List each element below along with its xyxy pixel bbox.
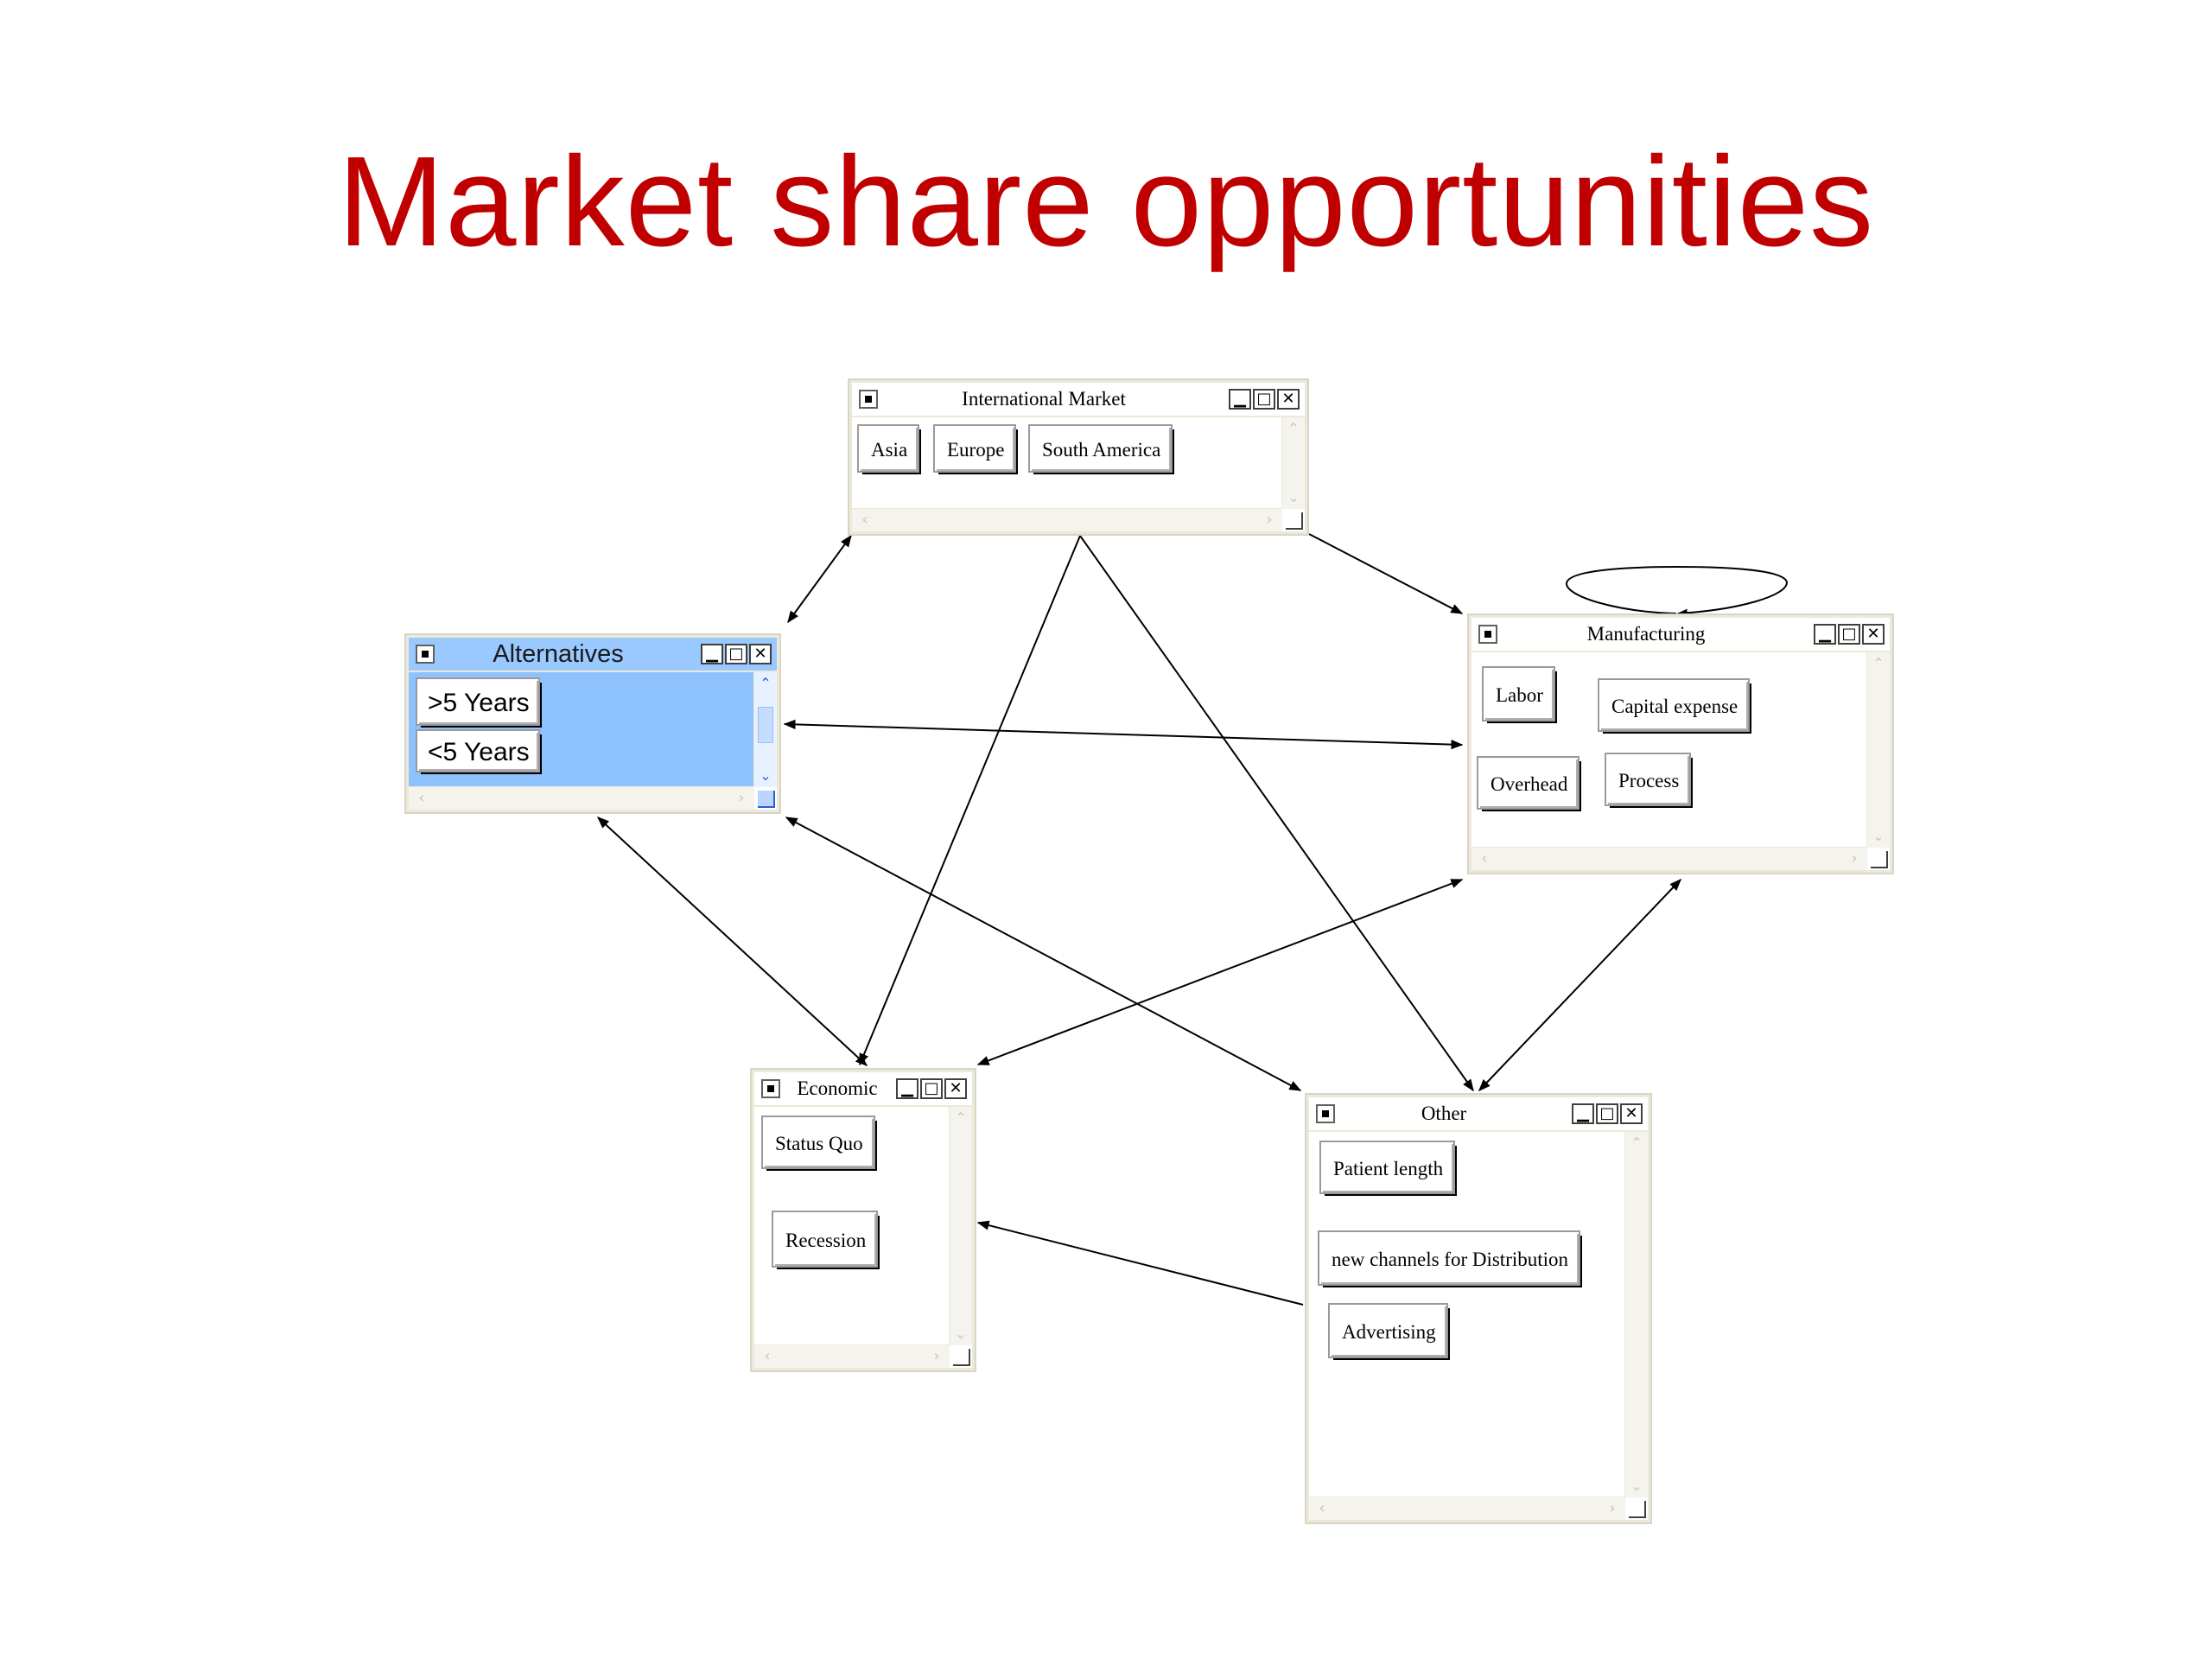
system-menu-icon[interactable] <box>1316 1104 1335 1123</box>
node-process[interactable]: Process <box>1604 753 1692 806</box>
maximize-icon[interactable]: □ <box>725 644 747 664</box>
window-title: Alternatives <box>493 640 624 668</box>
edge-alternatives-international <box>787 534 852 624</box>
manufacturing-self-loop <box>1565 565 1789 618</box>
node-capital-expense[interactable]: Capital expense <box>1597 678 1751 732</box>
minimize-icon[interactable]: ▁ <box>1814 624 1836 645</box>
edge-other-economic <box>976 1220 1304 1306</box>
vertical-scrollbar[interactable]: ⌃⌄ <box>1624 1132 1648 1497</box>
system-menu-icon[interactable] <box>416 645 435 664</box>
window-titlebar[interactable]: International Market ▁ □ ✕ <box>852 383 1305 417</box>
close-icon[interactable]: ✕ <box>1862 624 1885 645</box>
window-titlebar[interactable]: Manufacturing ▁ □ ✕ <box>1471 618 1890 652</box>
window-title: Economic <box>797 1077 878 1099</box>
horizontal-scrollbar[interactable]: ‹› <box>852 508 1282 531</box>
resize-grip-icon[interactable] <box>1871 851 1888 868</box>
close-icon[interactable]: ✕ <box>749 644 772 664</box>
node-status-quo[interactable]: Status Quo <box>761 1116 875 1169</box>
economic-window[interactable]: Economic ▁ □ ✕ Status Quo Recession ⌃⌄ ‹… <box>752 1070 975 1370</box>
node-recession[interactable]: Recession <box>771 1211 879 1268</box>
node-asia[interactable]: Asia <box>856 424 920 473</box>
edge-international-other <box>1079 535 1474 1092</box>
node-more-than-5-years[interactable]: >5 Years <box>416 677 540 726</box>
node-patient-length[interactable]: Patient length <box>1319 1141 1456 1194</box>
edge-alternatives-manufacturing <box>783 719 1464 750</box>
resize-grip-icon[interactable] <box>758 791 775 808</box>
slide-title: Market share opportunities <box>337 130 1875 273</box>
window-body: >5 Years <5 Years <box>409 672 754 787</box>
maximize-icon[interactable]: □ <box>920 1078 943 1099</box>
close-icon[interactable]: ✕ <box>1620 1103 1643 1124</box>
window-title: Other <box>1421 1103 1467 1124</box>
node-labor[interactable]: Labor <box>1482 666 1555 721</box>
minimize-icon[interactable]: ▁ <box>896 1078 918 1099</box>
edge-manufacturing-economic <box>976 879 1464 1065</box>
alternatives-window[interactable]: Alternatives ▁ □ ✕ >5 Years <5 Years ⌃⌄ … <box>406 635 779 812</box>
system-menu-icon[interactable] <box>761 1079 780 1098</box>
horizontal-scrollbar[interactable]: ‹› <box>1309 1497 1625 1520</box>
window-body: Status Quo Recession <box>754 1107 950 1345</box>
node-overhead[interactable]: Overhead <box>1476 756 1580 810</box>
maximize-icon[interactable]: □ <box>1253 389 1275 410</box>
node-less-than-5-years[interactable]: <5 Years <box>416 729 540 772</box>
minimize-icon[interactable]: ▁ <box>701 644 723 664</box>
window-body: Asia Europe South America <box>852 417 1282 509</box>
node-new-channels-for-distribution[interactable]: new channels for Distribution <box>1317 1230 1581 1286</box>
close-icon[interactable]: ✕ <box>1277 389 1300 410</box>
system-menu-icon[interactable] <box>859 390 878 409</box>
edge-alternatives-other <box>785 817 1302 1091</box>
node-europe[interactable]: Europe <box>932 424 1017 473</box>
close-icon[interactable]: ✕ <box>944 1078 967 1099</box>
manufacturing-window[interactable]: Manufacturing ▁ □ ✕ Labor Capital expens… <box>1469 615 1892 873</box>
international-market-window[interactable]: International Market ▁ □ ✕ Asia Europe S… <box>849 380 1307 534</box>
window-title: International Market <box>962 388 1126 410</box>
edge-international-economic <box>859 535 1081 1066</box>
window-titlebar[interactable]: Other ▁ □ ✕ <box>1309 1097 1648 1132</box>
edge-manufacturing-other <box>1478 878 1681 1092</box>
node-advertising[interactable]: Advertising <box>1328 1303 1448 1358</box>
edge-alternatives-economic <box>596 817 868 1066</box>
resize-grip-icon[interactable] <box>1286 512 1303 530</box>
other-window[interactable]: Other ▁ □ ✕ Patient length new channels … <box>1306 1095 1650 1522</box>
maximize-icon[interactable]: □ <box>1596 1103 1618 1124</box>
window-body: Labor Capital expense Overhead Process <box>1471 652 1867 848</box>
minimize-icon[interactable]: ▁ <box>1229 389 1251 410</box>
resize-grip-icon[interactable] <box>1629 1501 1646 1518</box>
window-body: Patient length new channels for Distribu… <box>1309 1132 1625 1497</box>
horizontal-scrollbar[interactable]: ‹› <box>1471 847 1867 870</box>
maximize-icon[interactable]: □ <box>1838 624 1860 645</box>
vertical-scrollbar[interactable]: ⌃⌄ <box>949 1107 972 1345</box>
edge-international-manufacturing <box>1308 533 1464 614</box>
vertical-scrollbar[interactable]: ⌃⌄ <box>753 672 777 787</box>
window-title: Manufacturing <box>1586 623 1706 645</box>
minimize-icon[interactable]: ▁ <box>1572 1103 1594 1124</box>
horizontal-scrollbar[interactable]: ‹› <box>409 786 754 810</box>
vertical-scrollbar[interactable]: ⌃⌄ <box>1281 417 1305 509</box>
horizontal-scrollbar[interactable]: ‹› <box>754 1344 950 1368</box>
window-titlebar[interactable]: Alternatives ▁ □ ✕ <box>409 638 777 672</box>
resize-grip-icon[interactable] <box>953 1349 970 1366</box>
vertical-scrollbar[interactable]: ⌃⌄ <box>1866 652 1890 848</box>
window-titlebar[interactable]: Economic ▁ □ ✕ <box>754 1072 972 1107</box>
system-menu-icon[interactable] <box>1478 625 1497 644</box>
node-south-america[interactable]: South America <box>1027 424 1173 473</box>
